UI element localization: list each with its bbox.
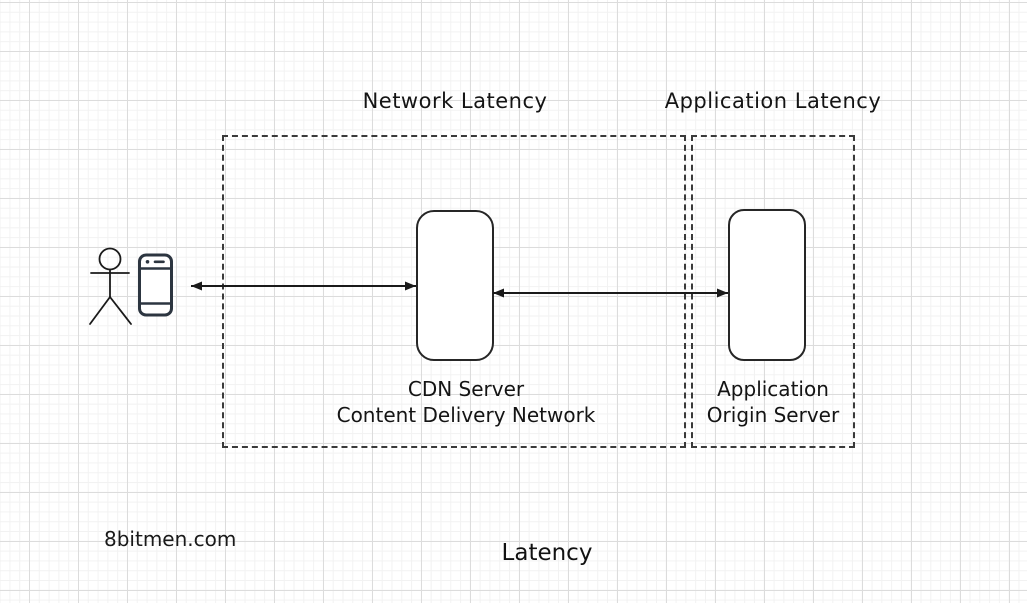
diagram-caption: Latency [501, 540, 593, 566]
cdn-server-node [416, 210, 494, 361]
application-latency-title: Application Latency [664, 89, 882, 113]
network-latency-title: Network Latency [362, 89, 548, 113]
origin-server-node [728, 209, 806, 361]
origin-server-label-line2: Origin Server [706, 403, 840, 427]
smartphone-icon [138, 253, 173, 317]
origin-server-label: Application Origin Server [660, 376, 886, 428]
cdn-server-label: CDN Server Content Delivery Network [330, 376, 602, 428]
origin-server-label-line1: Application [717, 377, 829, 401]
watermark: 8bitmen.com [104, 527, 237, 551]
cdn-server-label-line2: Content Delivery Network [336, 403, 596, 427]
user-icon [89, 247, 132, 325]
cdn-server-label-line1: CDN Server [407, 377, 525, 401]
